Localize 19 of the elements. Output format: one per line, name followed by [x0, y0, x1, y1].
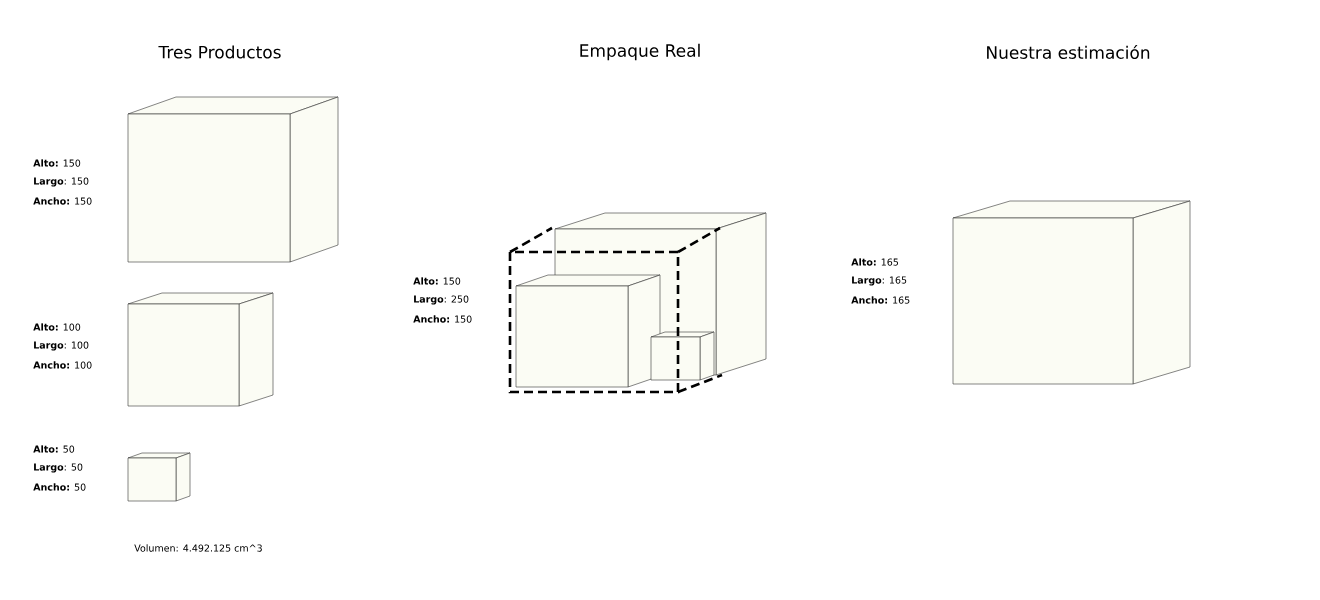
dimension-label: Ancho: 165: [851, 296, 910, 304]
dimension-label: Largo: 250: [414, 295, 469, 305]
volume-label: Volumen: 4.492.125 cm^3: [134, 544, 262, 552]
dimension-label: Alto: 50: [33, 445, 75, 453]
section-heading: Tres Productos: [158, 45, 281, 59]
section-heading: Empaque Real: [580, 43, 700, 61]
dimension-label: Largo: 100: [34, 341, 89, 351]
dimension-label: Ancho: 50: [33, 483, 86, 491]
dimension-label: Alto: 165: [851, 258, 898, 266]
dimension-label: Alto: 100: [33, 323, 81, 331]
dimension-label: Largo: 150: [34, 177, 89, 187]
section-heading: Nuestra estimación: [987, 45, 1150, 59]
dimension-label: Ancho: 150: [33, 197, 92, 205]
dimension-label: Ancho: 100: [33, 361, 92, 369]
dimension-label: Alto: 150: [33, 159, 81, 167]
dimension-label: Ancho: 150: [413, 315, 472, 323]
dimension-label: Alto: 150: [413, 277, 461, 285]
dimension-label: Largo: 165: [852, 276, 907, 286]
dimension-label: Largo: 50: [34, 463, 83, 473]
